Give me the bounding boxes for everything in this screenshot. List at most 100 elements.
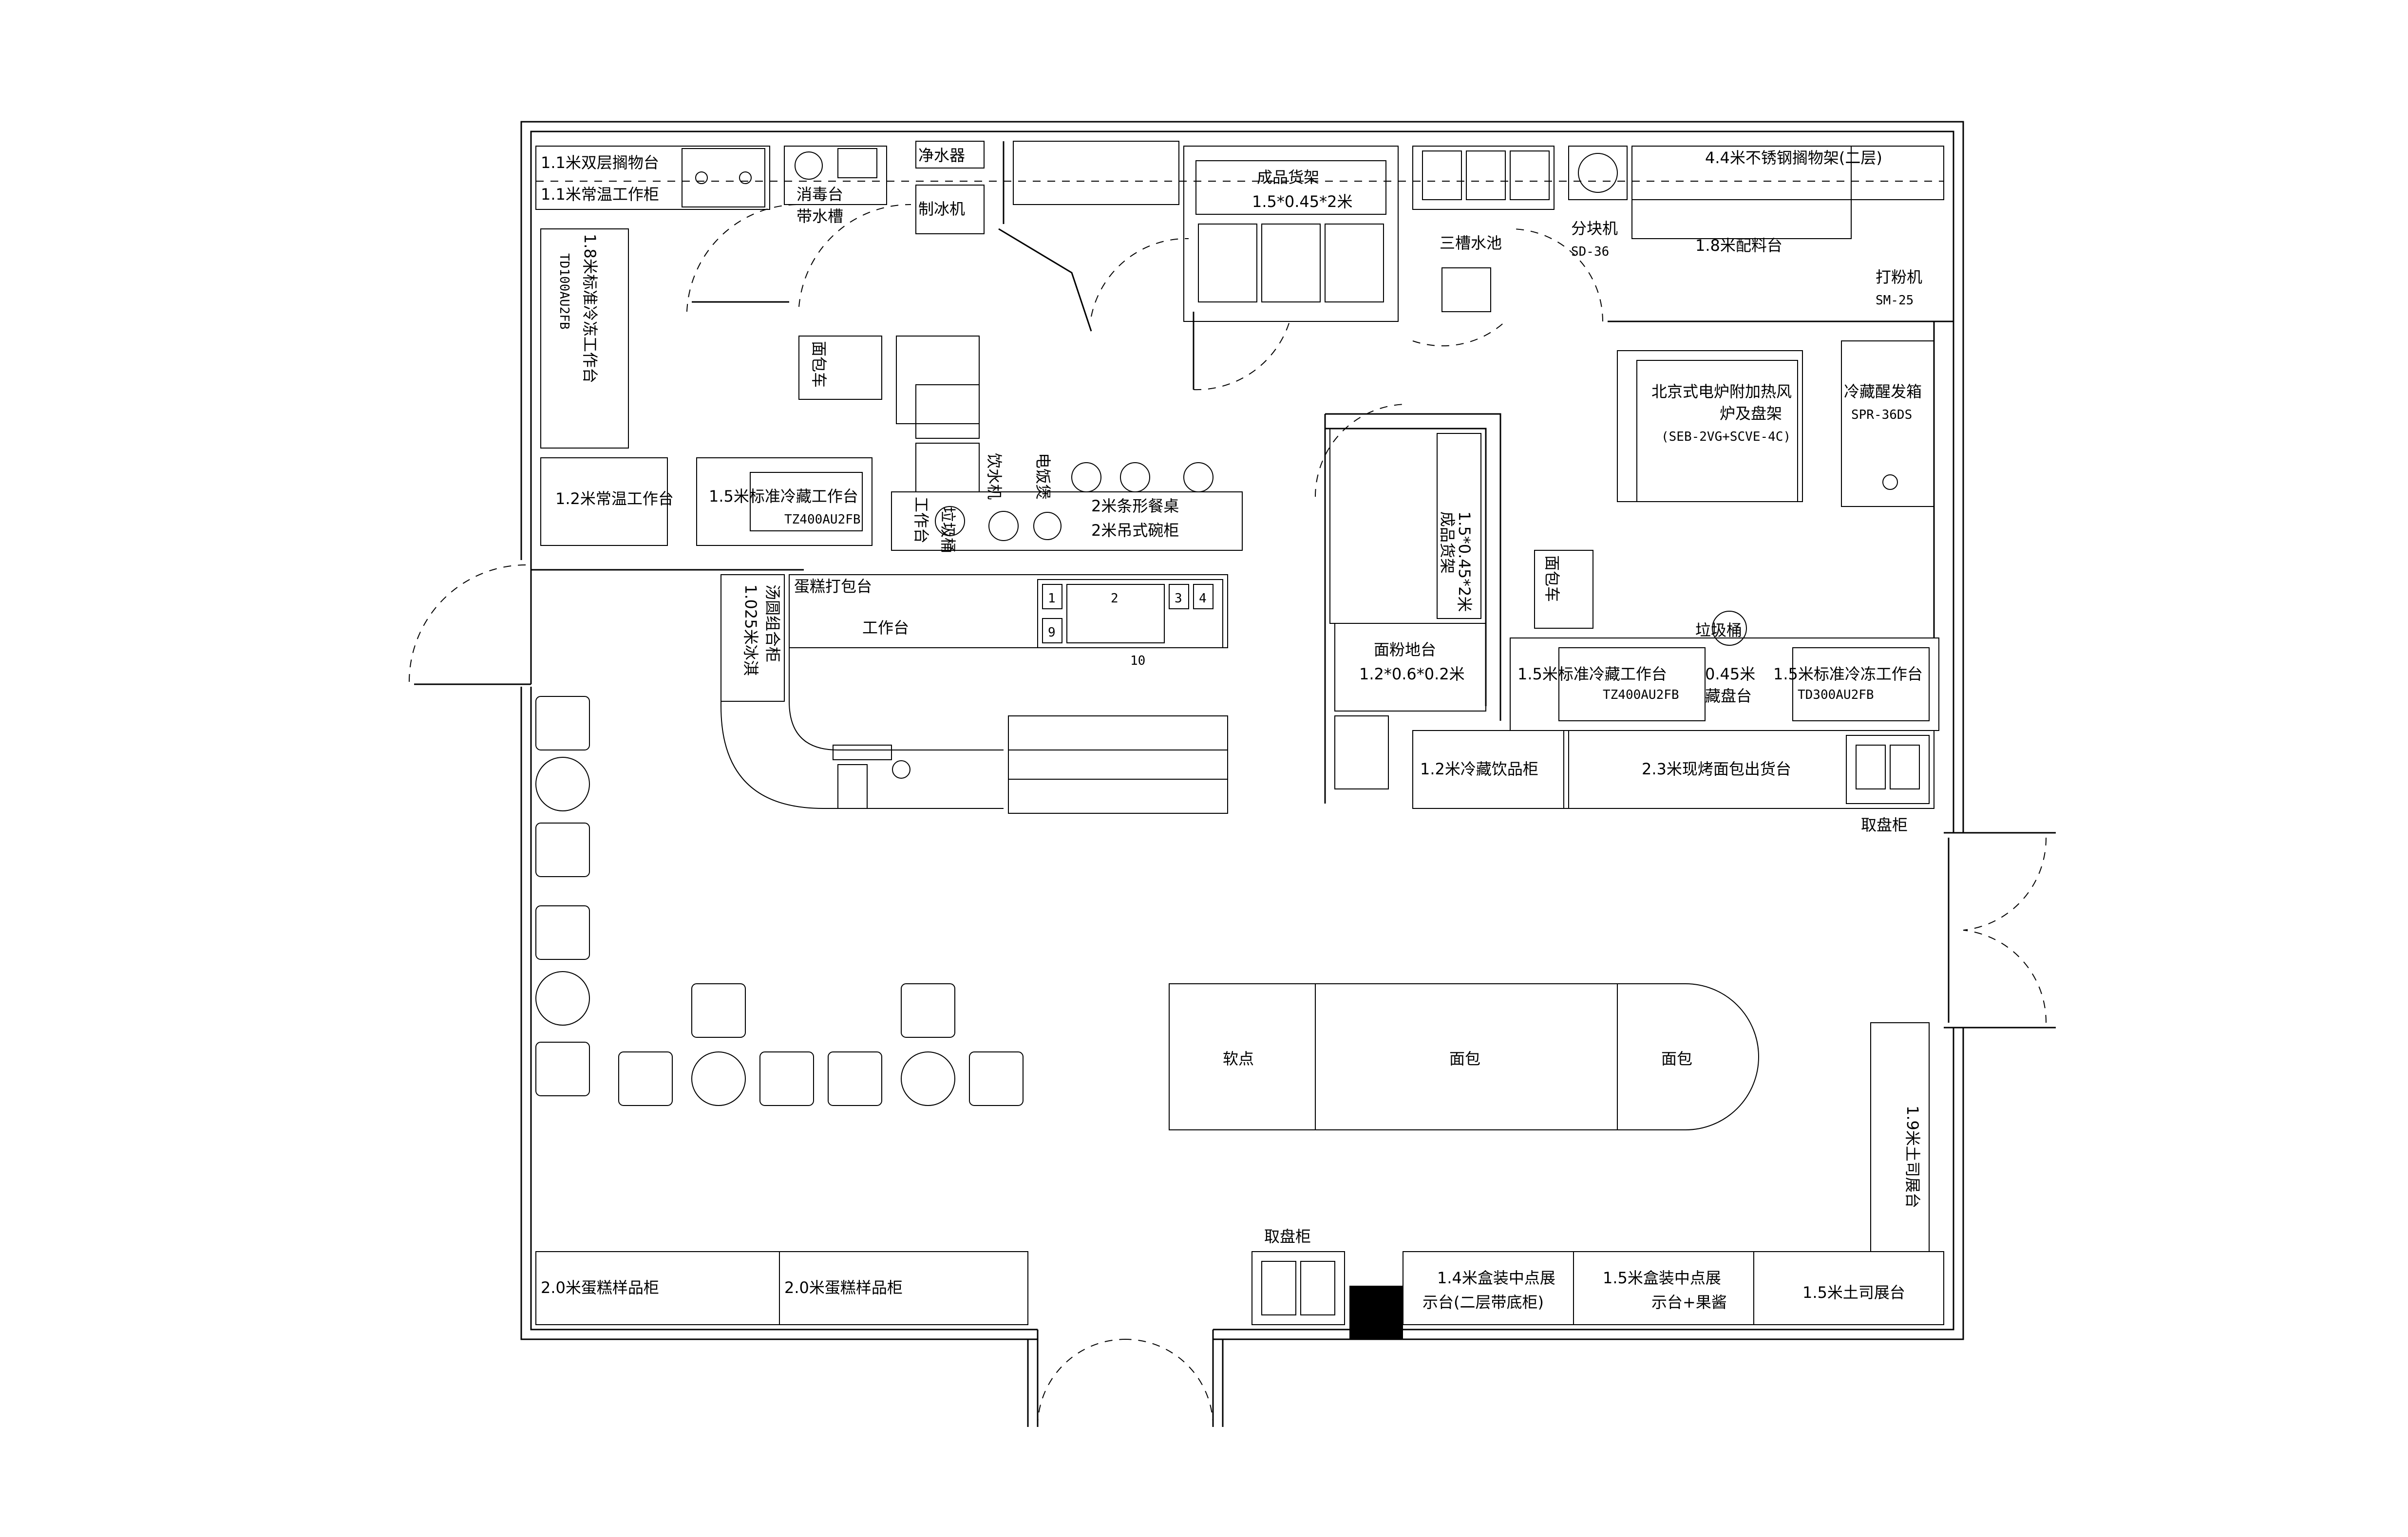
- label-ice-maker: 制冰机: [918, 200, 965, 218]
- tray-cabinet-1-door-b: [1890, 745, 1920, 789]
- finished-goods-rack-label-box: [1195, 160, 1386, 215]
- door-swing-5: [1315, 404, 1408, 497]
- tray-cabinet-2-door-b: [1300, 1261, 1335, 1315]
- label-freezer-model: TD100AU2FB: [557, 253, 571, 330]
- tray-cabinet-2: [1251, 1251, 1345, 1325]
- west-sink-column: [896, 336, 980, 424]
- label-divider-model: SD-36: [1571, 244, 1609, 259]
- label-rice-cooker: 电饭煲: [1034, 453, 1052, 500]
- freezer-worktable-east-body: [1792, 647, 1930, 721]
- north-counter: [1013, 141, 1179, 205]
- double-shelf-table: [535, 146, 770, 210]
- ice-maker: [915, 185, 985, 234]
- door-swing-right-a: [1963, 837, 2047, 931]
- table-w-2: [535, 971, 590, 1026]
- display-area: [535, 983, 1944, 1339]
- label-goods-rack-2-size: 1.5*0.45*2米: [1455, 511, 1474, 612]
- label-ambient-worktable: 1.2米常温工作台: [555, 489, 674, 508]
- west-sink-b: [915, 443, 980, 492]
- label-icecream: 1.025米冰淇: [741, 584, 760, 676]
- chair-w-2: [535, 823, 590, 877]
- east-counter: [1510, 637, 1939, 731]
- seating-area: [535, 696, 1024, 1106]
- label-fridge-worktable-east: 1.5米标准冷藏工作台: [1517, 665, 1667, 683]
- fridge-worktable-1-5: [696, 457, 872, 546]
- counter-cell-4: [1193, 584, 1213, 609]
- label-fridge-model-east: TZ400AU2FB: [1603, 688, 1679, 702]
- register-scanner: [892, 760, 910, 779]
- label-counter-number-1: 1: [1048, 591, 1056, 606]
- label-freezer-model-east: TD300AU2FB: [1798, 688, 1874, 702]
- label-toast-display-1-5: 1.5米土司展台: [1802, 1283, 1905, 1302]
- counter-cell-1: [1042, 584, 1062, 609]
- label-trash-bin-1: 垃圾桶: [939, 506, 957, 553]
- label-trash-bin-2: 垃圾桶: [1695, 621, 1742, 639]
- label-tray-stand-2: 藏盘台: [1705, 687, 1752, 705]
- triple-sink-basin-1: [1422, 150, 1462, 200]
- cash-register: [837, 764, 868, 809]
- door-swing-6: [1412, 321, 1506, 347]
- west-sink-a: [915, 384, 980, 439]
- label-divider: 分块机: [1571, 219, 1618, 238]
- label-counter-number-3: 3: [1175, 591, 1182, 606]
- label-powder-machine: 打粉机: [1876, 268, 1922, 286]
- triple-sink: [1412, 146, 1555, 210]
- outer-wall: [520, 121, 1964, 1340]
- label-bread: 面包: [1449, 1050, 1480, 1068]
- label-ambient-cabinet: 1.1米常温工作柜: [541, 185, 659, 204]
- label-hanging-cabinet: 2米吊式碗柜: [1091, 521, 1179, 540]
- chair-c-1: [691, 983, 746, 1038]
- rack-bay-3: [1325, 224, 1384, 302]
- label-cake-packing: 蛋糕打包台: [794, 577, 872, 596]
- label-counter-number-10: 10: [1130, 654, 1145, 668]
- door-swing-3: [1091, 238, 1189, 317]
- label-fresh-bread-counter: 2.3米现烤面包出货台: [1642, 760, 1791, 778]
- sterilizer-basin: [795, 151, 823, 180]
- water-purifier: [915, 141, 985, 169]
- dining-bar: [891, 491, 1243, 551]
- cash-register-base: [833, 745, 892, 760]
- kitchen-equipment: [535, 141, 1944, 814]
- label-pastry: 软点: [1223, 1050, 1254, 1068]
- finished-goods-rack: [1183, 146, 1399, 322]
- tray-cabinet-1: [1846, 735, 1930, 804]
- bottom-opening-mask: [1038, 1325, 1213, 1349]
- label-oven-model: (SEB-2VG+SCVE-4C): [1661, 430, 1791, 444]
- stool-1: [1071, 462, 1101, 492]
- label-tray-cabinet-1: 取盘柜: [1861, 816, 1908, 834]
- door-swings: [409, 204, 2047, 1427]
- chair-c-2: [618, 1051, 673, 1106]
- drink-fridge: [1412, 730, 1569, 809]
- label-toast-display-1-9: 1.9米土司展台: [1903, 1106, 1922, 1208]
- chair-w-4: [535, 1042, 590, 1096]
- sterilizer-sink-table: [784, 146, 887, 205]
- label-bread-cart-1: 面包车: [810, 341, 828, 388]
- sink-double: [682, 148, 765, 207]
- label-worktable-small: 工作台: [912, 497, 930, 544]
- oven-deck: [1617, 350, 1803, 502]
- fresh-bread-counter: [1563, 730, 1934, 809]
- door-swing-7: [1510, 228, 1603, 322]
- numbered-counter: [1037, 579, 1223, 648]
- chair-w-1: [535, 696, 590, 750]
- label-mixing-table: 1.8米配料台: [1695, 236, 1782, 255]
- counter-cell-3: [1169, 584, 1189, 609]
- triple-sink-basin-3: [1510, 150, 1550, 200]
- cake-packing-table: [789, 574, 1228, 648]
- label-goods-rack-2: 成品货架: [1438, 511, 1457, 574]
- door-swing-bottom-a: [1037, 1339, 1126, 1427]
- label-sink: 带水槽: [796, 207, 843, 225]
- counter-cell-9: [1042, 618, 1062, 643]
- trash-bin-2: [1712, 611, 1747, 646]
- label-water-purifier: 净水器: [918, 146, 965, 165]
- chair-c-4: [901, 983, 955, 1038]
- label-tray-cabinet-2: 取盘柜: [1264, 1227, 1311, 1246]
- table-w-1: [535, 757, 590, 811]
- chair-c-3: [759, 1051, 814, 1106]
- label-water-dispenser: 饮水机: [985, 453, 1004, 500]
- partition-angled: [998, 228, 1092, 332]
- label-icecream-2: 汤圆组合柜: [763, 584, 782, 662]
- rice-cooker: [1033, 512, 1062, 540]
- oven-deck-inner: [1636, 360, 1798, 502]
- label-oven-2: 炉及盘架: [1720, 404, 1782, 423]
